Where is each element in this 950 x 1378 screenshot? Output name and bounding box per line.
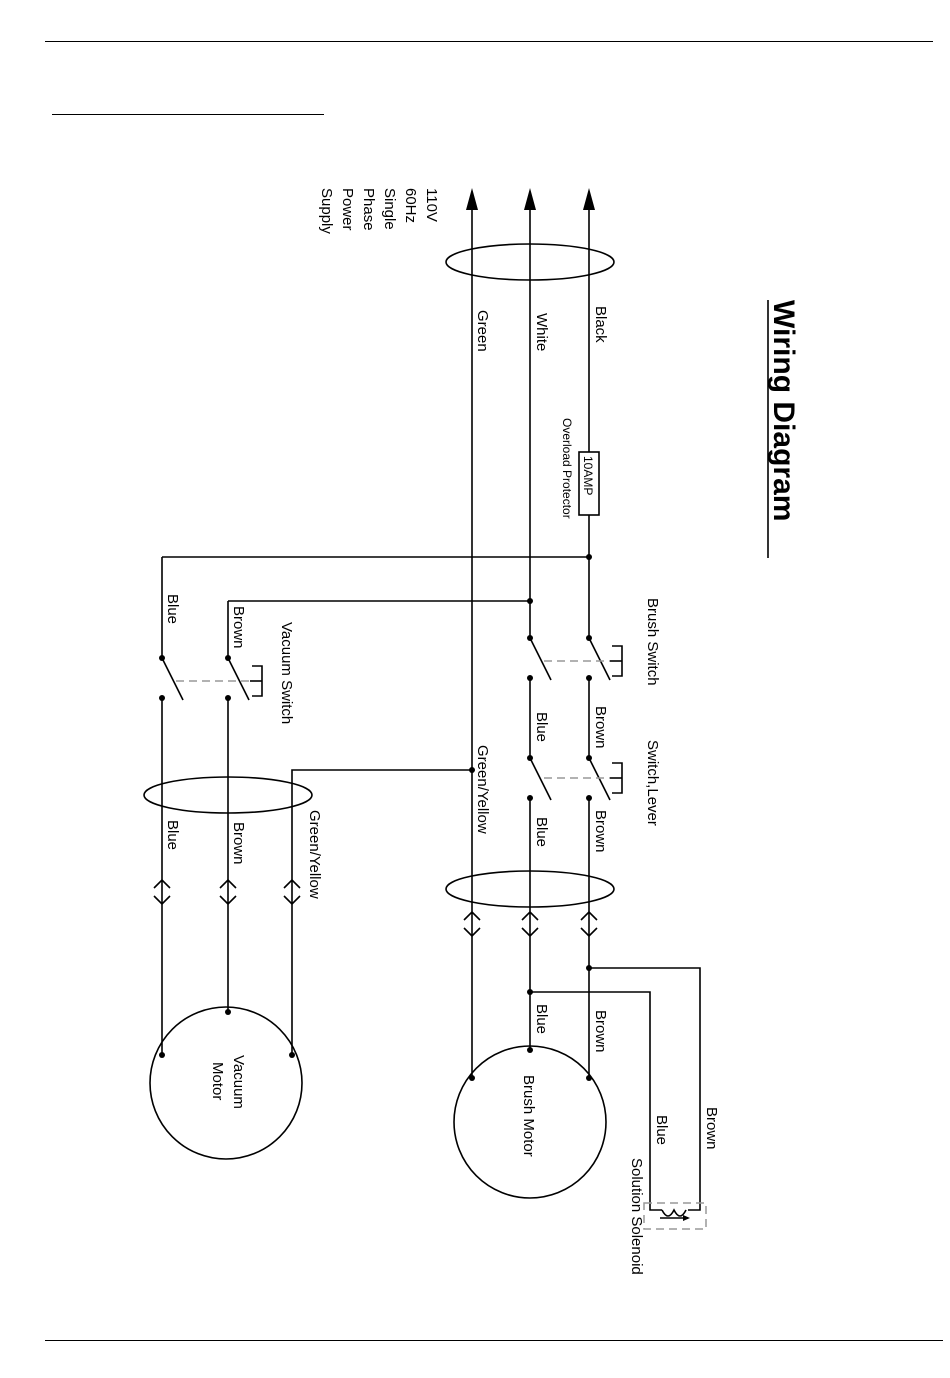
brush-motor-terminal-earth — [469, 1075, 475, 1081]
solenoid-arrow — [683, 1215, 690, 1221]
junction-white-brown — [527, 598, 533, 604]
lever-switch-label: Switch,Lever — [644, 740, 661, 826]
label-brown-link: Brown — [592, 706, 609, 749]
brush-switch — [527, 635, 622, 681]
label-green-yellow-main: Green/Yellow — [474, 745, 491, 834]
label-blue-vac: Blue — [164, 820, 181, 850]
junction-black-blue — [586, 554, 592, 560]
supply-line-4: Phase — [360, 188, 377, 231]
vacuum-motor-label-1: Vacuum — [230, 1055, 247, 1109]
vacuum-motor-label-2: Motor — [209, 1062, 226, 1100]
solenoid-coil — [662, 1210, 686, 1216]
vacuum-switch — [159, 655, 262, 701]
vacuum-connectors — [154, 880, 300, 904]
vac-switch-brown-blade — [228, 658, 249, 700]
diagram-title: Wiring Diagram — [767, 300, 800, 521]
solution-solenoid-label: Solution Solenoid — [628, 1158, 645, 1275]
label-brown-vac: Brown — [230, 822, 247, 865]
brush-motor-label: Brush Motor — [520, 1075, 537, 1157]
vac-motor-terminal-blue — [159, 1052, 165, 1058]
junction-solenoid-blue — [527, 989, 533, 995]
lever-switch-brown-blade — [589, 758, 610, 800]
brush-motor-terminal-blue — [527, 1047, 533, 1053]
junction-solenoid-brown — [586, 965, 592, 971]
fuse-rating: 10AMP — [581, 456, 595, 495]
vac-motor-terminal-earth — [289, 1052, 295, 1058]
label-blue-brush-motor: Blue — [533, 1004, 550, 1034]
label-green-yellow-vac: Green/Yellow — [306, 810, 323, 899]
label-blue-link: Blue — [533, 712, 550, 742]
vac-motor-terminal-brown — [225, 1009, 231, 1015]
label-brown-vac-in: Brown — [230, 606, 247, 649]
lever-switch-blue-blade — [530, 758, 551, 800]
label-blue-solenoid: Blue — [653, 1115, 670, 1145]
supply-line-1: 110V — [423, 188, 440, 222]
label-blue-brush: Blue — [533, 817, 550, 847]
label-green: Green — [474, 310, 491, 352]
label-blue-vac-in: Blue — [164, 594, 181, 624]
label-brown-solenoid: Brown — [703, 1107, 720, 1150]
vacuum-switch-label: Vacuum Switch — [278, 622, 295, 724]
supply-line-2: 60Hz — [402, 188, 419, 223]
solenoid-housing — [644, 1203, 706, 1229]
brush-switch-white-blade — [530, 638, 551, 680]
supply-line-6: Supply — [318, 188, 335, 234]
supply-line-5: Power — [339, 188, 356, 231]
overload-protector-label: Overload Protector — [560, 418, 574, 519]
brush-switch-black-blade — [589, 638, 610, 680]
power-supply-label: 110V 60Hz Single Phase Power Supply — [318, 188, 440, 234]
vac-switch-blue-blade — [162, 658, 183, 700]
lever-switch — [527, 755, 622, 801]
label-white: White — [533, 313, 550, 351]
label-brown-brush: Brown — [592, 810, 609, 853]
supply-line-3: Single — [381, 188, 398, 230]
brush-motor-terminal-brown — [586, 1075, 592, 1081]
solution-solenoid — [644, 1203, 706, 1229]
brush-switch-label: Brush Switch — [644, 598, 661, 686]
label-brown-brush-motor: Brown — [592, 1010, 609, 1053]
label-black: Black — [592, 306, 609, 343]
